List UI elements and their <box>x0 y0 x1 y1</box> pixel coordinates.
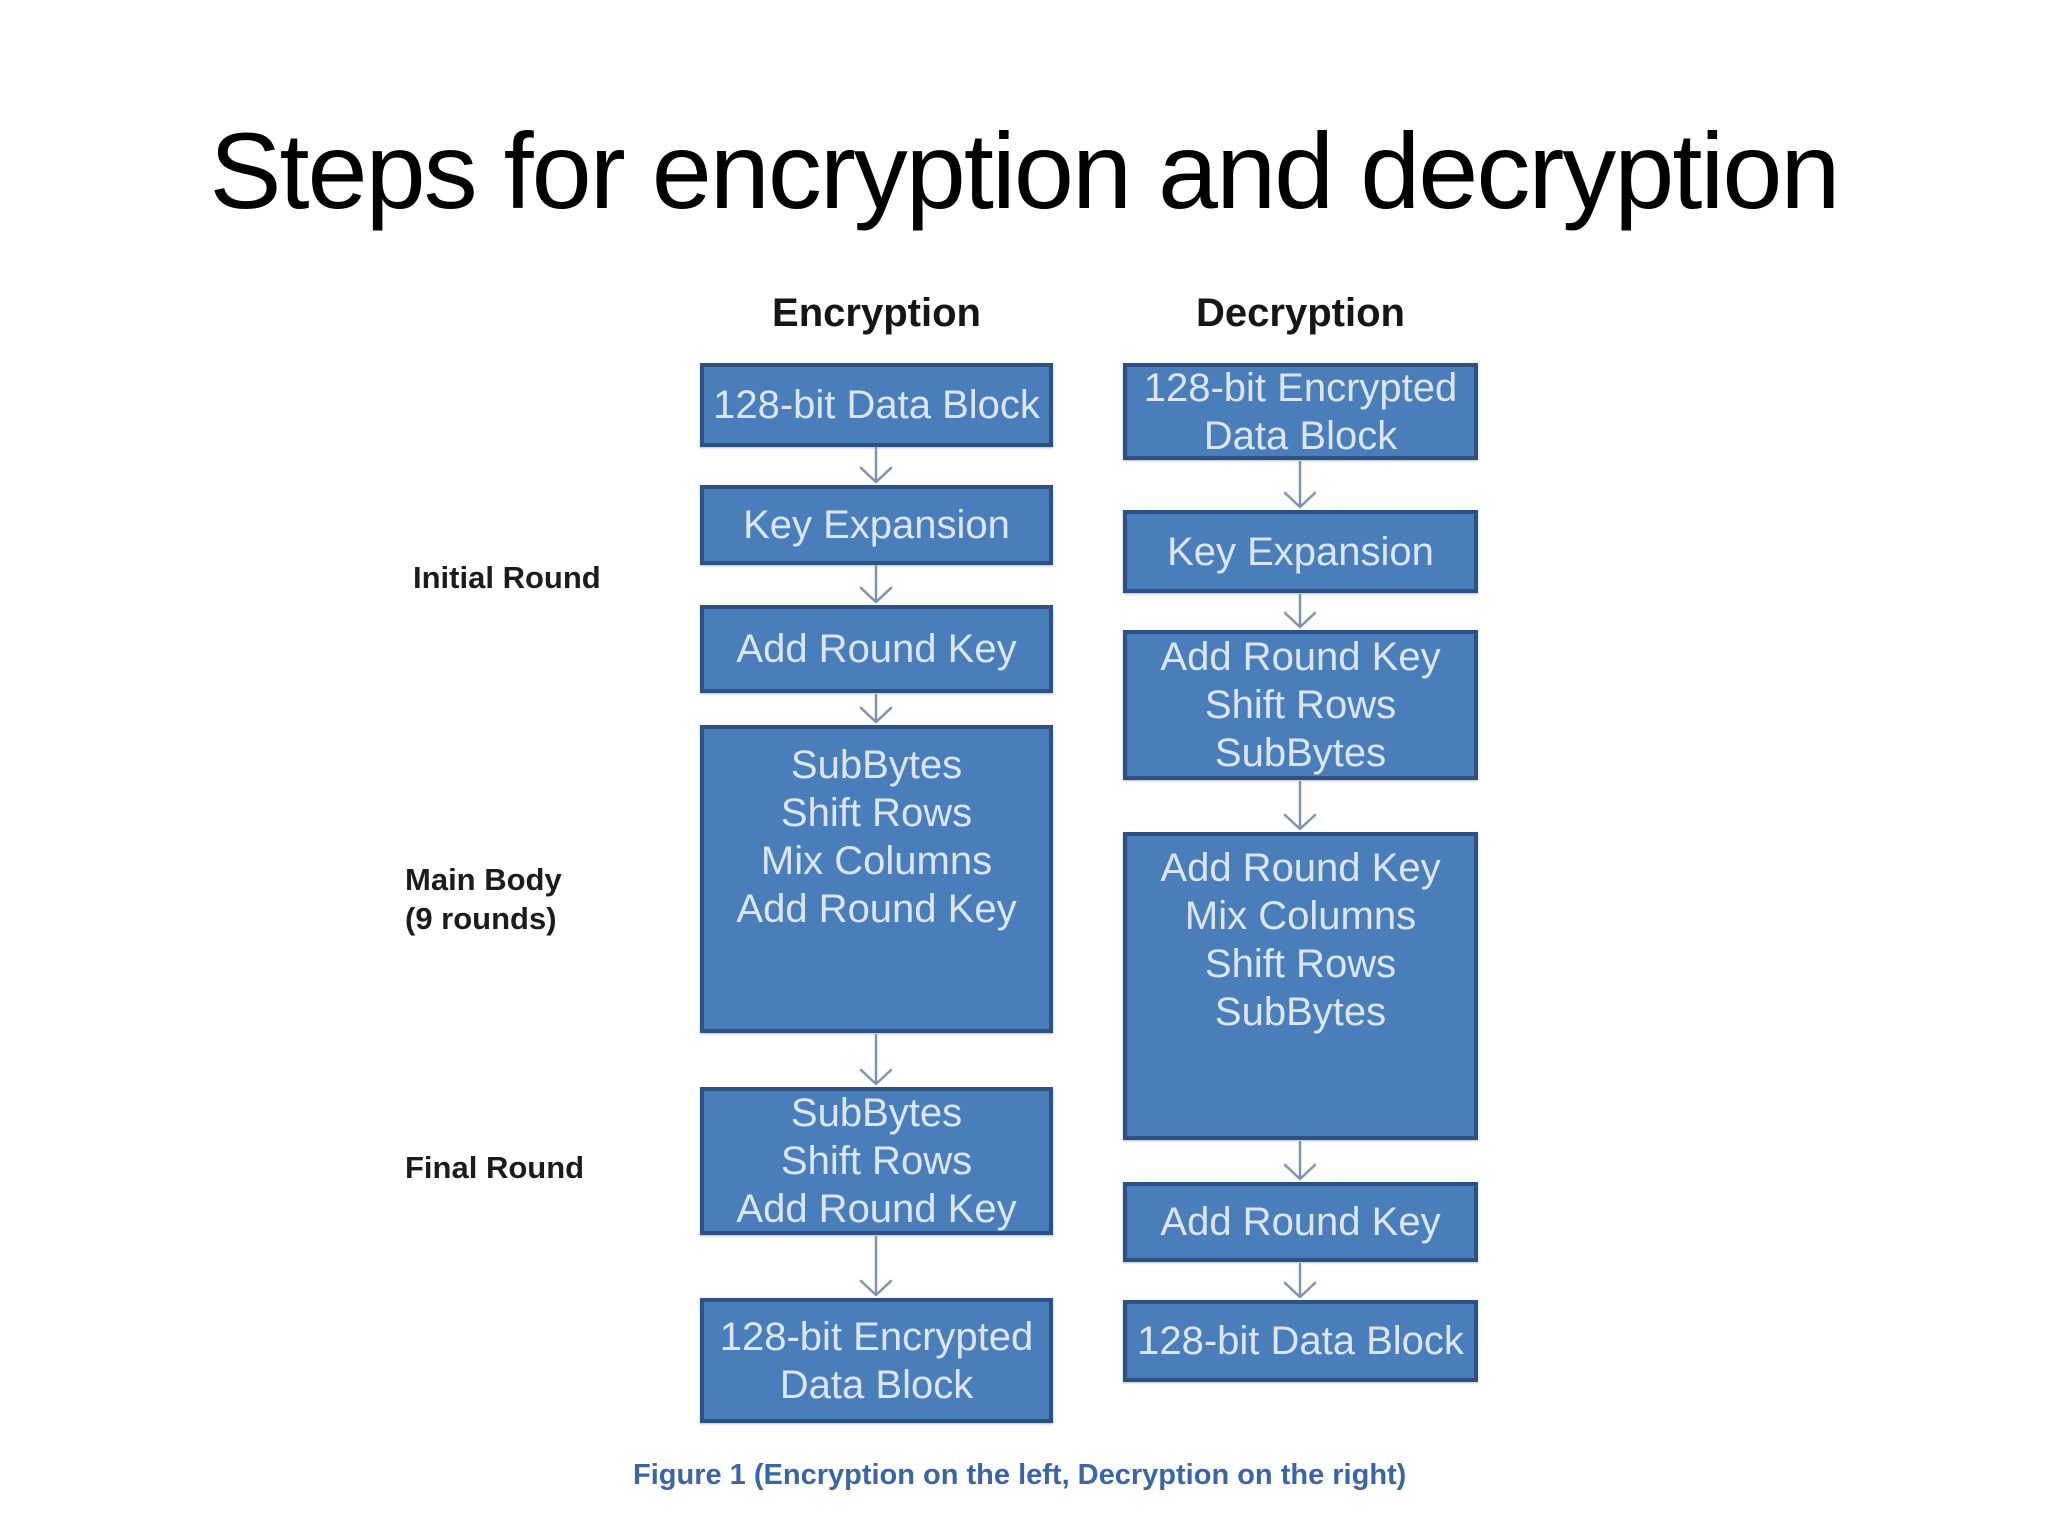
box-line: Add Round Key <box>736 887 1017 931</box>
box-line: 128-bit Encrypted <box>719 1314 1034 1359</box>
down-arrow-icon <box>859 694 893 724</box>
box-line: 128-bit Encrypted <box>1143 365 1458 410</box>
enc-box-main-rounds: SubBytes Shift Rows Mix Columns Add Roun… <box>700 725 1053 1033</box>
label-main-body-line1: Main Body <box>405 862 562 897</box>
down-arrow-icon <box>1283 594 1317 629</box>
enc-box-128bit-encrypted-data-block: 128-bit Encrypted Data Block <box>700 1298 1053 1423</box>
label-initial-round-text: Initial Round <box>413 560 601 595</box>
down-arrow-icon <box>1283 461 1317 509</box>
box-line: SubBytes <box>1214 990 1387 1034</box>
dec-box-add-round-key: Add Round Key <box>1123 1182 1478 1262</box>
box-line: Mix Columns <box>1184 894 1417 938</box>
box-line: Mix Columns <box>760 839 993 883</box>
box-line: Shift Rows <box>780 1139 973 1183</box>
box-line: Add Round Key <box>1160 635 1441 679</box>
box-line: SubBytes <box>790 743 963 787</box>
box-line: SubBytes <box>790 1091 963 1135</box>
down-arrow-icon <box>1283 1141 1317 1181</box>
label-final-round: Final Round <box>405 1148 584 1187</box>
dec-box-128bit-encrypted-data-block: 128-bit Encrypted Data Block <box>1123 363 1478 460</box>
box-line: Data Block <box>779 1362 974 1407</box>
box-line: Add Round Key <box>736 627 1017 671</box>
box-line: 128-bit Data Block <box>713 383 1040 427</box>
box-line: Key Expansion <box>743 503 1010 547</box>
label-initial-round: Initial Round <box>413 558 601 597</box>
dec-box-initial-round: Add Round Key Shift Rows SubBytes <box>1123 630 1478 780</box>
dec-box-key-expansion: Key Expansion <box>1123 510 1478 593</box>
down-arrow-icon <box>859 565 893 604</box>
down-arrow-icon <box>859 447 893 484</box>
box-line: Add Round Key <box>1160 846 1441 890</box>
box-line: Data Block <box>1203 413 1398 458</box>
slide-title: Steps for encryption and decryption <box>209 110 1841 231</box>
enc-box-add-round-key: Add Round Key <box>700 605 1053 693</box>
dec-box-128bit-data-block: 128-bit Data Block <box>1123 1300 1478 1382</box>
box-line: Shift Rows <box>780 791 973 835</box>
figure-caption: Figure 1 (Encryption on the left, Decryp… <box>633 1459 1407 1491</box>
enc-box-final-round: SubBytes Shift Rows Add Round Key <box>700 1087 1053 1235</box>
down-arrow-icon <box>859 1236 893 1297</box>
label-main-body-line2: (9 rounds) <box>405 901 557 936</box>
dec-box-main-rounds: Add Round Key Mix Columns Shift Rows Sub… <box>1123 832 1478 1140</box>
box-line: Add Round Key <box>736 1187 1017 1231</box>
encryption-column-header: Encryption <box>772 291 981 335</box>
enc-box-key-expansion: Key Expansion <box>700 485 1053 565</box>
box-line: Shift Rows <box>1204 683 1397 727</box>
box-line: Add Round Key <box>1160 1200 1441 1244</box>
box-line: Shift Rows <box>1204 942 1397 986</box>
label-main-body: Main Body (9 rounds) <box>405 860 562 938</box>
label-final-round-text: Final Round <box>405 1150 585 1185</box>
box-line: SubBytes <box>1214 731 1387 775</box>
enc-box-128bit-data-block: 128-bit Data Block <box>700 363 1053 447</box>
down-arrow-icon <box>1283 781 1317 831</box>
decryption-column-header: Decryption <box>1196 291 1405 335</box>
box-line: Key Expansion <box>1167 529 1434 574</box>
down-arrow-icon <box>1283 1263 1317 1299</box>
box-line: 128-bit Data Block <box>1137 1319 1464 1363</box>
down-arrow-icon <box>859 1034 893 1086</box>
